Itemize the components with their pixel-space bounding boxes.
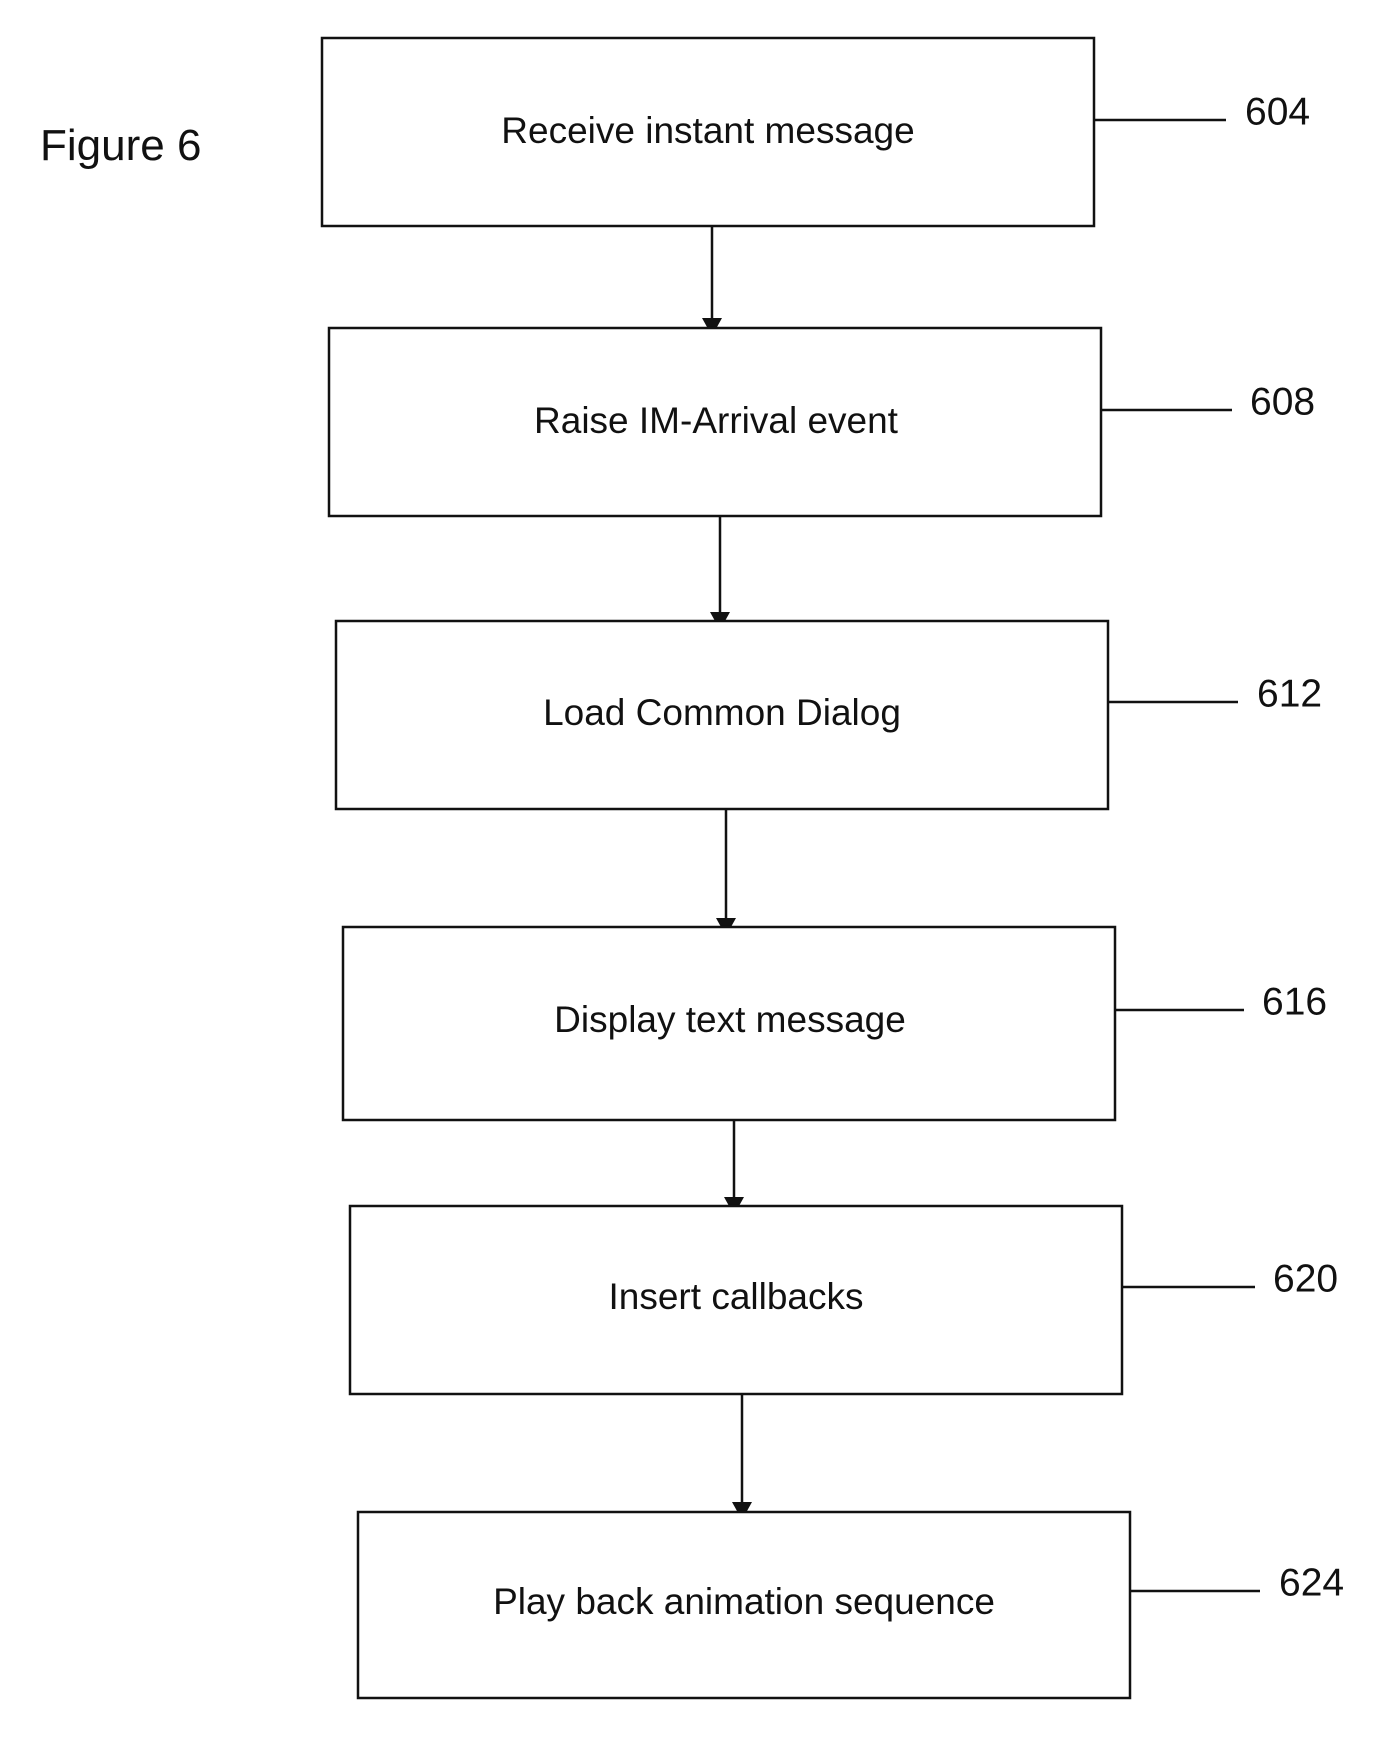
step-label: Play back animation sequence (493, 1581, 995, 1622)
arrow-connector (716, 809, 736, 936)
step-display-text-message: Display text message 616 (343, 927, 1327, 1120)
arrow-connector (732, 1394, 752, 1520)
ref-number: 620 (1273, 1257, 1338, 1300)
step-play-back-animation-sequence: Play back animation sequence 624 (358, 1512, 1344, 1698)
arrow-connector (710, 516, 730, 630)
ref-number: 616 (1262, 980, 1327, 1023)
step-label: Insert callbacks (609, 1276, 864, 1317)
arrow-connector (702, 226, 722, 336)
ref-number: 612 (1257, 672, 1322, 715)
step-receive-instant-message: Receive instant message 604 (322, 38, 1310, 226)
ref-number: 604 (1245, 90, 1310, 133)
step-insert-callbacks: Insert callbacks 620 (350, 1206, 1338, 1394)
step-label: Display text message (554, 999, 906, 1040)
step-label: Raise IM-Arrival event (534, 400, 899, 441)
ref-number: 608 (1250, 380, 1315, 423)
step-load-common-dialog: Load Common Dialog 612 (336, 621, 1322, 809)
step-label: Load Common Dialog (543, 692, 901, 733)
step-raise-im-arrival-event: Raise IM-Arrival event 608 (329, 328, 1315, 516)
arrow-connector (724, 1120, 744, 1215)
step-label: Receive instant message (501, 110, 914, 151)
ref-number: 624 (1279, 1561, 1344, 1604)
